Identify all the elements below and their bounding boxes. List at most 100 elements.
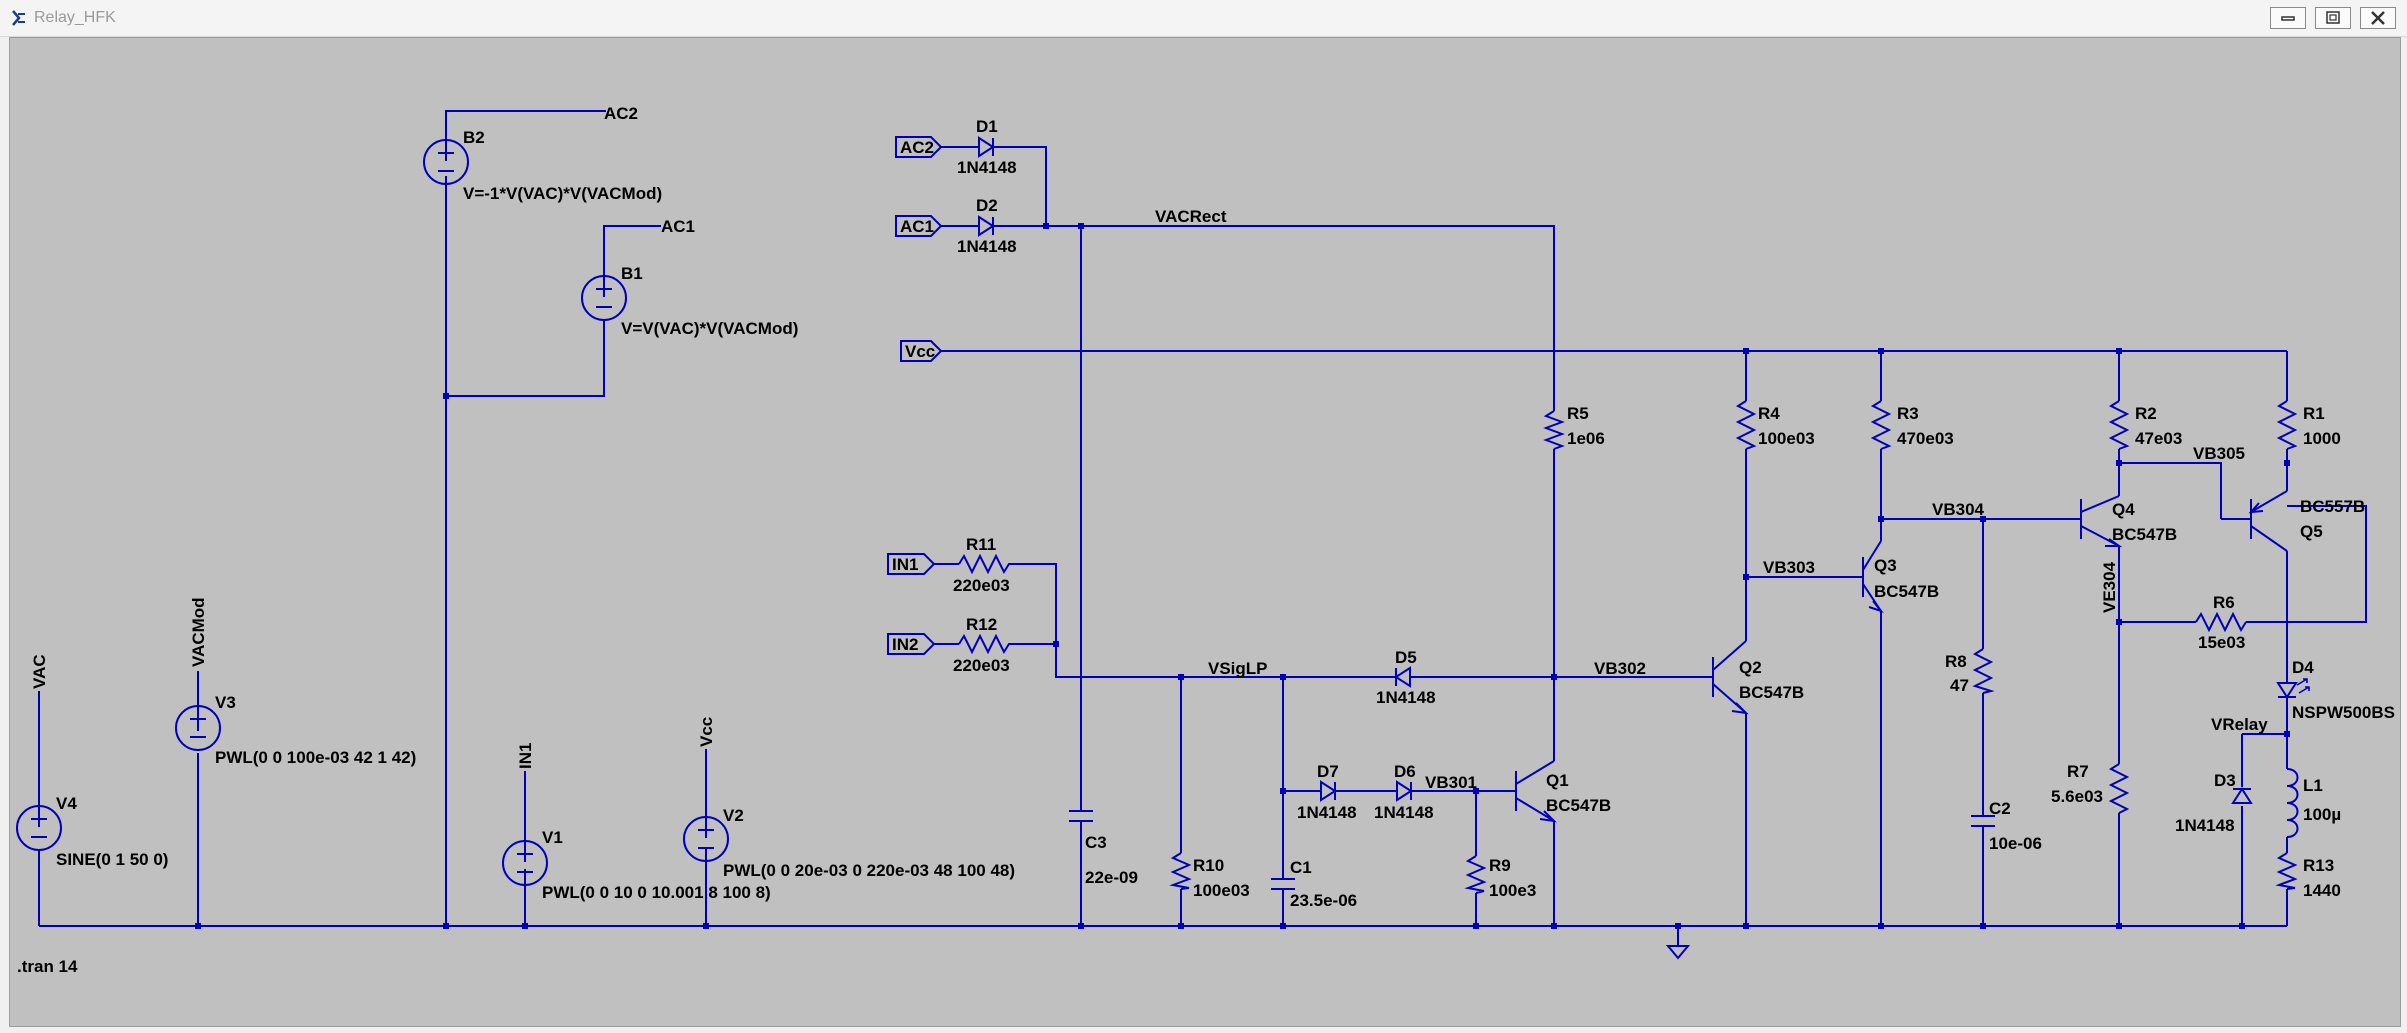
label-r2-value: 47e03 (2135, 429, 2182, 448)
net-label-ve304: VE304 (2100, 561, 2119, 613)
label-d3-name: D3 (2214, 771, 2236, 790)
voltage-source-v4[interactable] (16, 805, 62, 851)
net-label-ac2: AC2 (604, 104, 638, 123)
resistor-r10[interactable] (1169, 852, 1192, 890)
capacitor-c1[interactable] (1271, 878, 1295, 899)
diode-d5[interactable] (1391, 666, 1416, 688)
capacitor-c2[interactable] (1971, 815, 1995, 834)
port-label-in1: IN1 (892, 555, 918, 574)
resistor-r5[interactable] (1543, 410, 1565, 450)
port-in2[interactable] (887, 633, 936, 655)
net-label-vb301: VB301 (1425, 773, 1477, 792)
capacitor-c3[interactable] (1069, 810, 1093, 831)
label-r1-name: R1 (2303, 404, 2325, 423)
label-v3-value: PWL(0 0 100e-03 42 1 42) (215, 748, 416, 767)
label-r5-value: 1e06 (1567, 429, 1605, 448)
minimize-button[interactable] (2270, 7, 2306, 29)
label-q3-name: Q3 (1874, 556, 1897, 575)
port-ac1[interactable] (895, 215, 943, 237)
label-r8-value: 47 (1950, 676, 1969, 695)
resistor-r8[interactable] (1972, 648, 1995, 694)
label-c1-name: C1 (1290, 858, 1312, 877)
net-label-vac: VAC (30, 654, 49, 689)
net-label-vb305: VB305 (2193, 444, 2245, 463)
label-d1-value: 1N4148 (957, 158, 1017, 177)
net-label-vacmod: VACMod (189, 597, 208, 667)
resistor-r4[interactable] (1735, 400, 1757, 450)
label-d3-value: 1N4148 (2175, 816, 2235, 835)
label-q3-value: BC547B (1874, 582, 1939, 601)
voltage-source-v1[interactable] (502, 840, 548, 886)
close-button[interactable] (2360, 7, 2396, 29)
voltage-source-v3[interactable] (175, 705, 221, 751)
transistor-q1[interactable] (1506, 760, 1557, 823)
label-c3-value: 22e-09 (1085, 868, 1138, 887)
label-v2-name: V2 (723, 806, 744, 825)
label-d1-name: D1 (976, 117, 998, 136)
label-r10-name: R10 (1193, 856, 1224, 875)
diode-d3[interactable] (2231, 783, 2253, 804)
label-q1-name: Q1 (1546, 771, 1569, 790)
label-v3-name: V3 (215, 693, 236, 712)
transistor-q2[interactable] (1701, 640, 1749, 715)
net-label-vb304: VB304 (1932, 500, 1985, 519)
port-in1[interactable] (887, 553, 936, 575)
label-r7-value: 5.6e03 (2051, 787, 2103, 806)
port-label-in2: IN2 (892, 635, 918, 654)
label-d7-name: D7 (1317, 762, 1339, 781)
label-r3-name: R3 (1897, 404, 1919, 423)
resistor-r1[interactable] (2276, 400, 2298, 450)
label-r9-name: R9 (1489, 856, 1511, 875)
label-c2-name: C2 (1989, 799, 2011, 818)
label-l1-name: L1 (2303, 776, 2323, 795)
resistor-r3[interactable] (1870, 400, 1892, 450)
voltage-source-b1[interactable] (581, 275, 627, 321)
diode-d1[interactable] (971, 136, 996, 158)
inductor-l1[interactable] (2286, 768, 2299, 838)
label-d6-name: D6 (1394, 762, 1416, 781)
transistor-q4[interactable] (2066, 495, 2123, 547)
diode-d6[interactable] (1393, 780, 1417, 802)
net-label-vsiglp: VSigLP (1208, 659, 1268, 678)
maximize-icon (2326, 11, 2340, 24)
port-label-ac1: AC1 (900, 217, 934, 236)
resistor-r9[interactable] (1464, 855, 1487, 894)
label-l1-value: 100µ (2303, 805, 2341, 824)
resistor-r6[interactable] (2195, 611, 2247, 633)
label-c1-value: 23.5e-06 (1290, 891, 1357, 910)
label-q4-value: BC547B (2112, 525, 2177, 544)
transistor-q3[interactable] (1851, 540, 1884, 614)
junctions (195, 223, 2290, 929)
label-r8-name: R8 (1945, 652, 1967, 671)
label-r11-name: R11 (966, 535, 996, 554)
schematic-drawing: B2 V=-1*V(VAC)*V(VACMod) B1 V=V(VAC)*V(V… (16, 104, 2395, 976)
label-r13-name: R13 (2303, 856, 2334, 875)
label-r5-name: R5 (1567, 404, 1589, 423)
label-b1-value: V=V(VAC)*V(VACMod) (621, 319, 798, 338)
voltage-source-v2[interactable] (683, 816, 729, 862)
schematic-canvas[interactable]: B2 V=-1*V(VAC)*V(VACMod) B1 V=V(VAC)*V(V… (9, 37, 2401, 1027)
label-r2-name: R2 (2135, 404, 2157, 423)
port-vcc[interactable] (900, 340, 943, 362)
close-icon (2371, 11, 2385, 25)
label-d2-name: D2 (976, 196, 998, 215)
label-q4-name: Q4 (2112, 500, 2135, 519)
label-v4-value: SINE(0 1 50 0) (56, 850, 168, 869)
resistor-r11[interactable] (958, 553, 1013, 575)
diode-d7[interactable] (1317, 780, 1341, 802)
resistor-r7[interactable] (2108, 763, 2130, 814)
port-ac2[interactable] (895, 136, 943, 158)
ground-icon (1667, 945, 1689, 959)
diode-d2[interactable] (971, 215, 996, 237)
label-c3-name: C3 (1085, 833, 1107, 852)
resistor-r12[interactable] (958, 633, 1013, 655)
resistor-r2[interactable] (2108, 400, 2130, 450)
led-d4[interactable] (2276, 678, 2310, 701)
transistor-q5[interactable] (2221, 490, 2288, 552)
resistor-r13[interactable] (2275, 852, 2298, 890)
voltage-source-b2[interactable] (423, 139, 469, 185)
label-v1-name: V1 (542, 828, 563, 847)
net-label-vrelay: VRelay (2211, 715, 2268, 734)
label-q2-name: Q2 (1739, 658, 1762, 677)
maximize-button[interactable] (2315, 7, 2351, 29)
